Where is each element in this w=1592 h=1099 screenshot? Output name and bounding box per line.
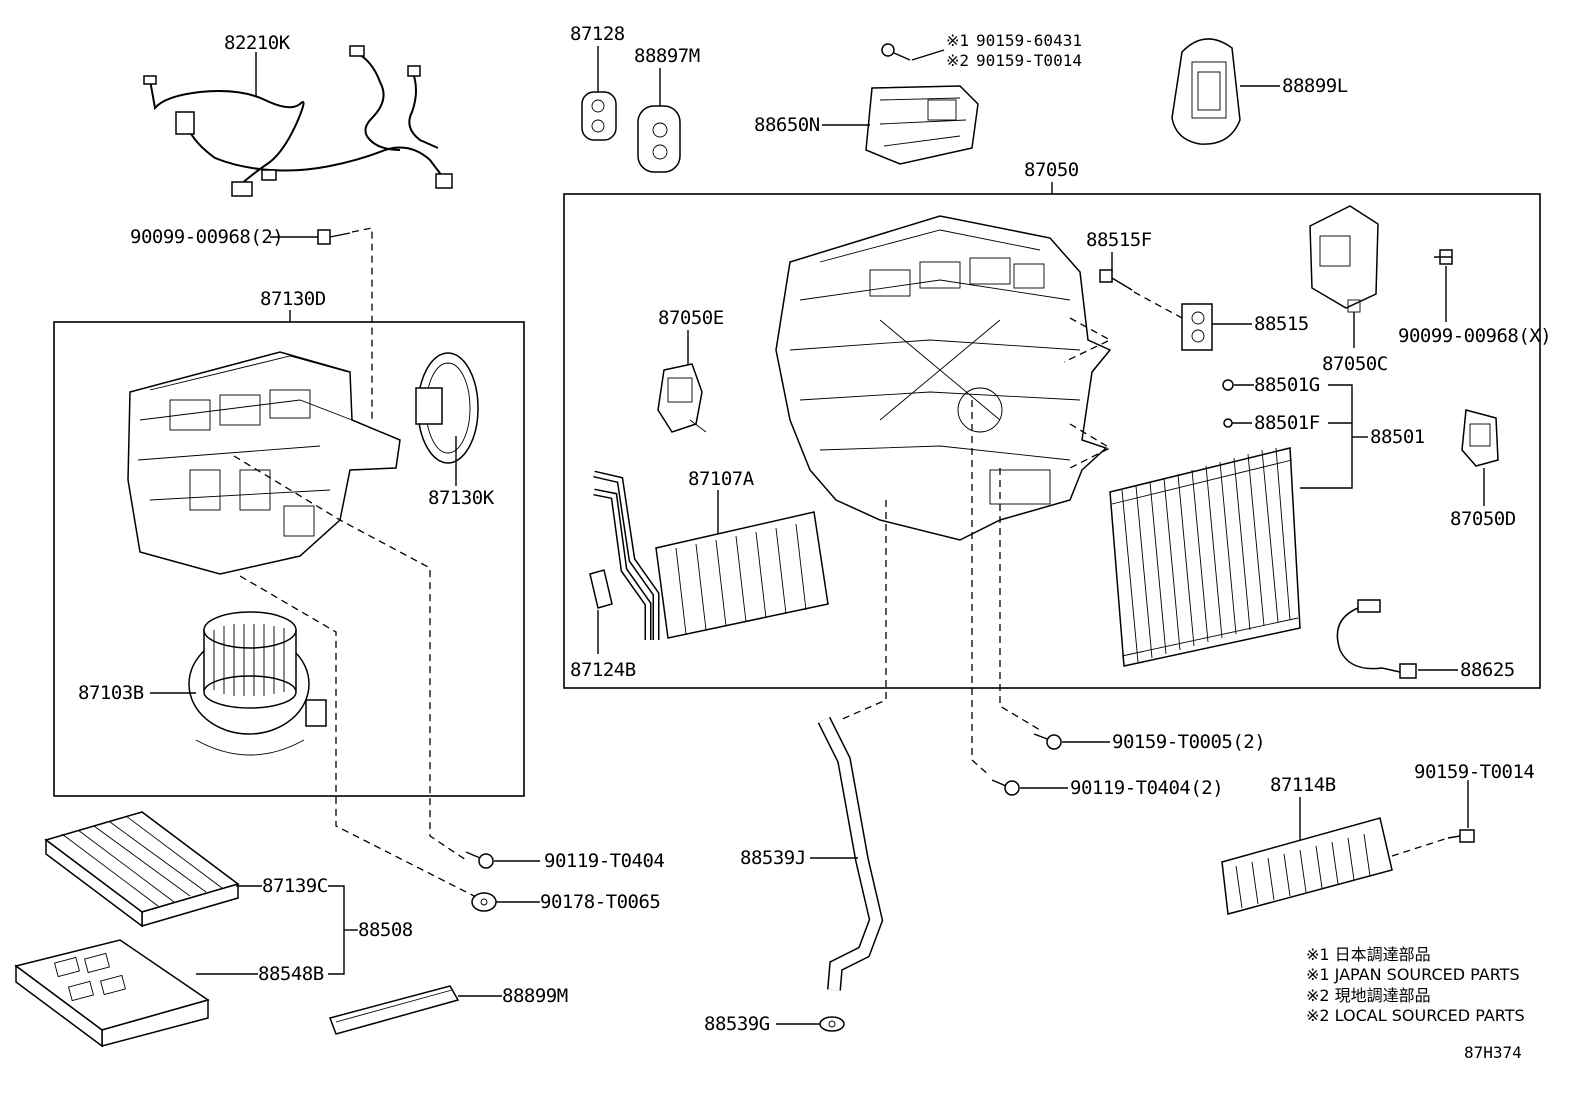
ptc-heater-87114b	[1221, 817, 1393, 915]
blower-motor-87103b	[188, 611, 327, 756]
label-87130d: 87130D	[260, 288, 326, 310]
wire-harness-82210k	[143, 45, 453, 197]
o-ring-icon	[1222, 379, 1234, 391]
thermistor-88625	[1336, 599, 1417, 679]
bolt-note-marker-2: ※2	[946, 51, 969, 70]
grommet-87128	[581, 91, 617, 141]
label-90099-00968-2: 90099-00968(2)	[130, 226, 283, 248]
bolt-icon	[991, 779, 1020, 796]
label-87114b: 87114B	[1270, 774, 1336, 796]
label-87050: 87050	[1024, 159, 1079, 181]
bolt-icon	[1447, 829, 1475, 843]
label-88515: 88515	[1254, 313, 1309, 335]
expansion-valve-88515	[1181, 303, 1213, 351]
label-88548b: 88548B	[258, 963, 324, 985]
blower-case-housing	[127, 351, 401, 575]
label-87139c: 87139C	[262, 875, 328, 897]
bolt-icon	[1434, 249, 1453, 265]
legend-line-1: ※1 日本調達部品	[1306, 945, 1431, 964]
bolt-icon	[465, 851, 494, 869]
label-88539g: 88539G	[704, 1013, 770, 1035]
label-88899l: 88899L	[1282, 75, 1348, 97]
bolt-note-part-1: 90159-60431	[976, 31, 1082, 50]
heater-unit-housing	[775, 215, 1112, 541]
label-87124b: 87124B	[570, 659, 636, 681]
label-88508: 88508	[358, 919, 413, 941]
heater-core-87107a	[593, 470, 829, 640]
label-88899m: 88899M	[502, 985, 568, 1007]
servo-motor-87050d	[1461, 409, 1499, 467]
servo-motor-87050e	[657, 363, 707, 433]
label-87050d: 87050D	[1450, 508, 1516, 530]
clip-87124b	[589, 569, 613, 609]
bolt-icon	[317, 229, 351, 245]
label-87107a: 87107A	[688, 468, 755, 490]
label-90159-t0014-b: 90159-T0014	[1414, 761, 1534, 783]
legend-line-2: ※1 JAPAN SOURCED PARTS	[1306, 965, 1520, 984]
grommet-88897m	[637, 105, 681, 173]
group-frame-87130d	[53, 321, 525, 797]
label-88501g: 88501G	[1254, 374, 1320, 396]
servo-motor-87050c	[1309, 205, 1379, 313]
label-88501: 88501	[1370, 426, 1425, 448]
seal-88899m	[329, 985, 460, 1035]
label-90178-t0065: 90178-T0065	[540, 891, 660, 913]
clip-icon	[471, 892, 497, 912]
label-88539j: 88539J	[740, 847, 806, 869]
label-90099-00968-x: 90099-00968(X)	[1398, 325, 1551, 347]
label-87050e: 87050E	[658, 307, 724, 329]
cabin-filter-87139c	[44, 811, 240, 928]
diagram-code: 87H374	[1464, 1043, 1522, 1062]
evaporator-88501	[1109, 447, 1301, 667]
legend-line-4: ※2 LOCAL SOURCED PARTS	[1306, 1006, 1525, 1025]
knob-88899l	[1171, 38, 1241, 145]
label-88625: 88625	[1460, 659, 1515, 681]
label-87128: 87128	[570, 23, 625, 45]
label-87103b: 87103B	[78, 682, 144, 704]
bolt-icon	[881, 43, 911, 61]
bolt-note-marker-1: ※1	[946, 31, 969, 50]
bolt-note-part-2: 90159-T0014	[976, 51, 1082, 70]
group-frame-87050	[563, 193, 1541, 689]
drain-cap-88539g	[819, 1016, 845, 1032]
filter-cover-88548b	[14, 939, 210, 1048]
label-88515f: 88515F	[1086, 229, 1152, 251]
o-ring-icon	[1223, 418, 1233, 428]
label-87050c: 87050C	[1322, 353, 1388, 375]
label-90119-t0404-2: 90119-T0404(2)	[1070, 777, 1223, 799]
label-88897m: 88897M	[634, 45, 700, 67]
ac-amplifier-88650n	[865, 85, 979, 165]
blower-resistor-87130k	[415, 352, 479, 464]
label-88650n: 88650N	[754, 114, 820, 136]
legend-line-3: ※2 現地調達部品	[1306, 986, 1431, 1005]
label-90159-t0005-2: 90159-T0005(2)	[1112, 731, 1265, 753]
label-88501f: 88501F	[1254, 412, 1320, 434]
label-90119-t0404: 90119-T0404	[544, 850, 664, 872]
bolt-icon	[1033, 733, 1062, 750]
label-82210k: 82210K	[224, 32, 291, 54]
drain-hose-88539j	[817, 716, 884, 991]
bolt-icon	[1099, 269, 1133, 291]
label-87130k: 87130K	[428, 487, 495, 509]
